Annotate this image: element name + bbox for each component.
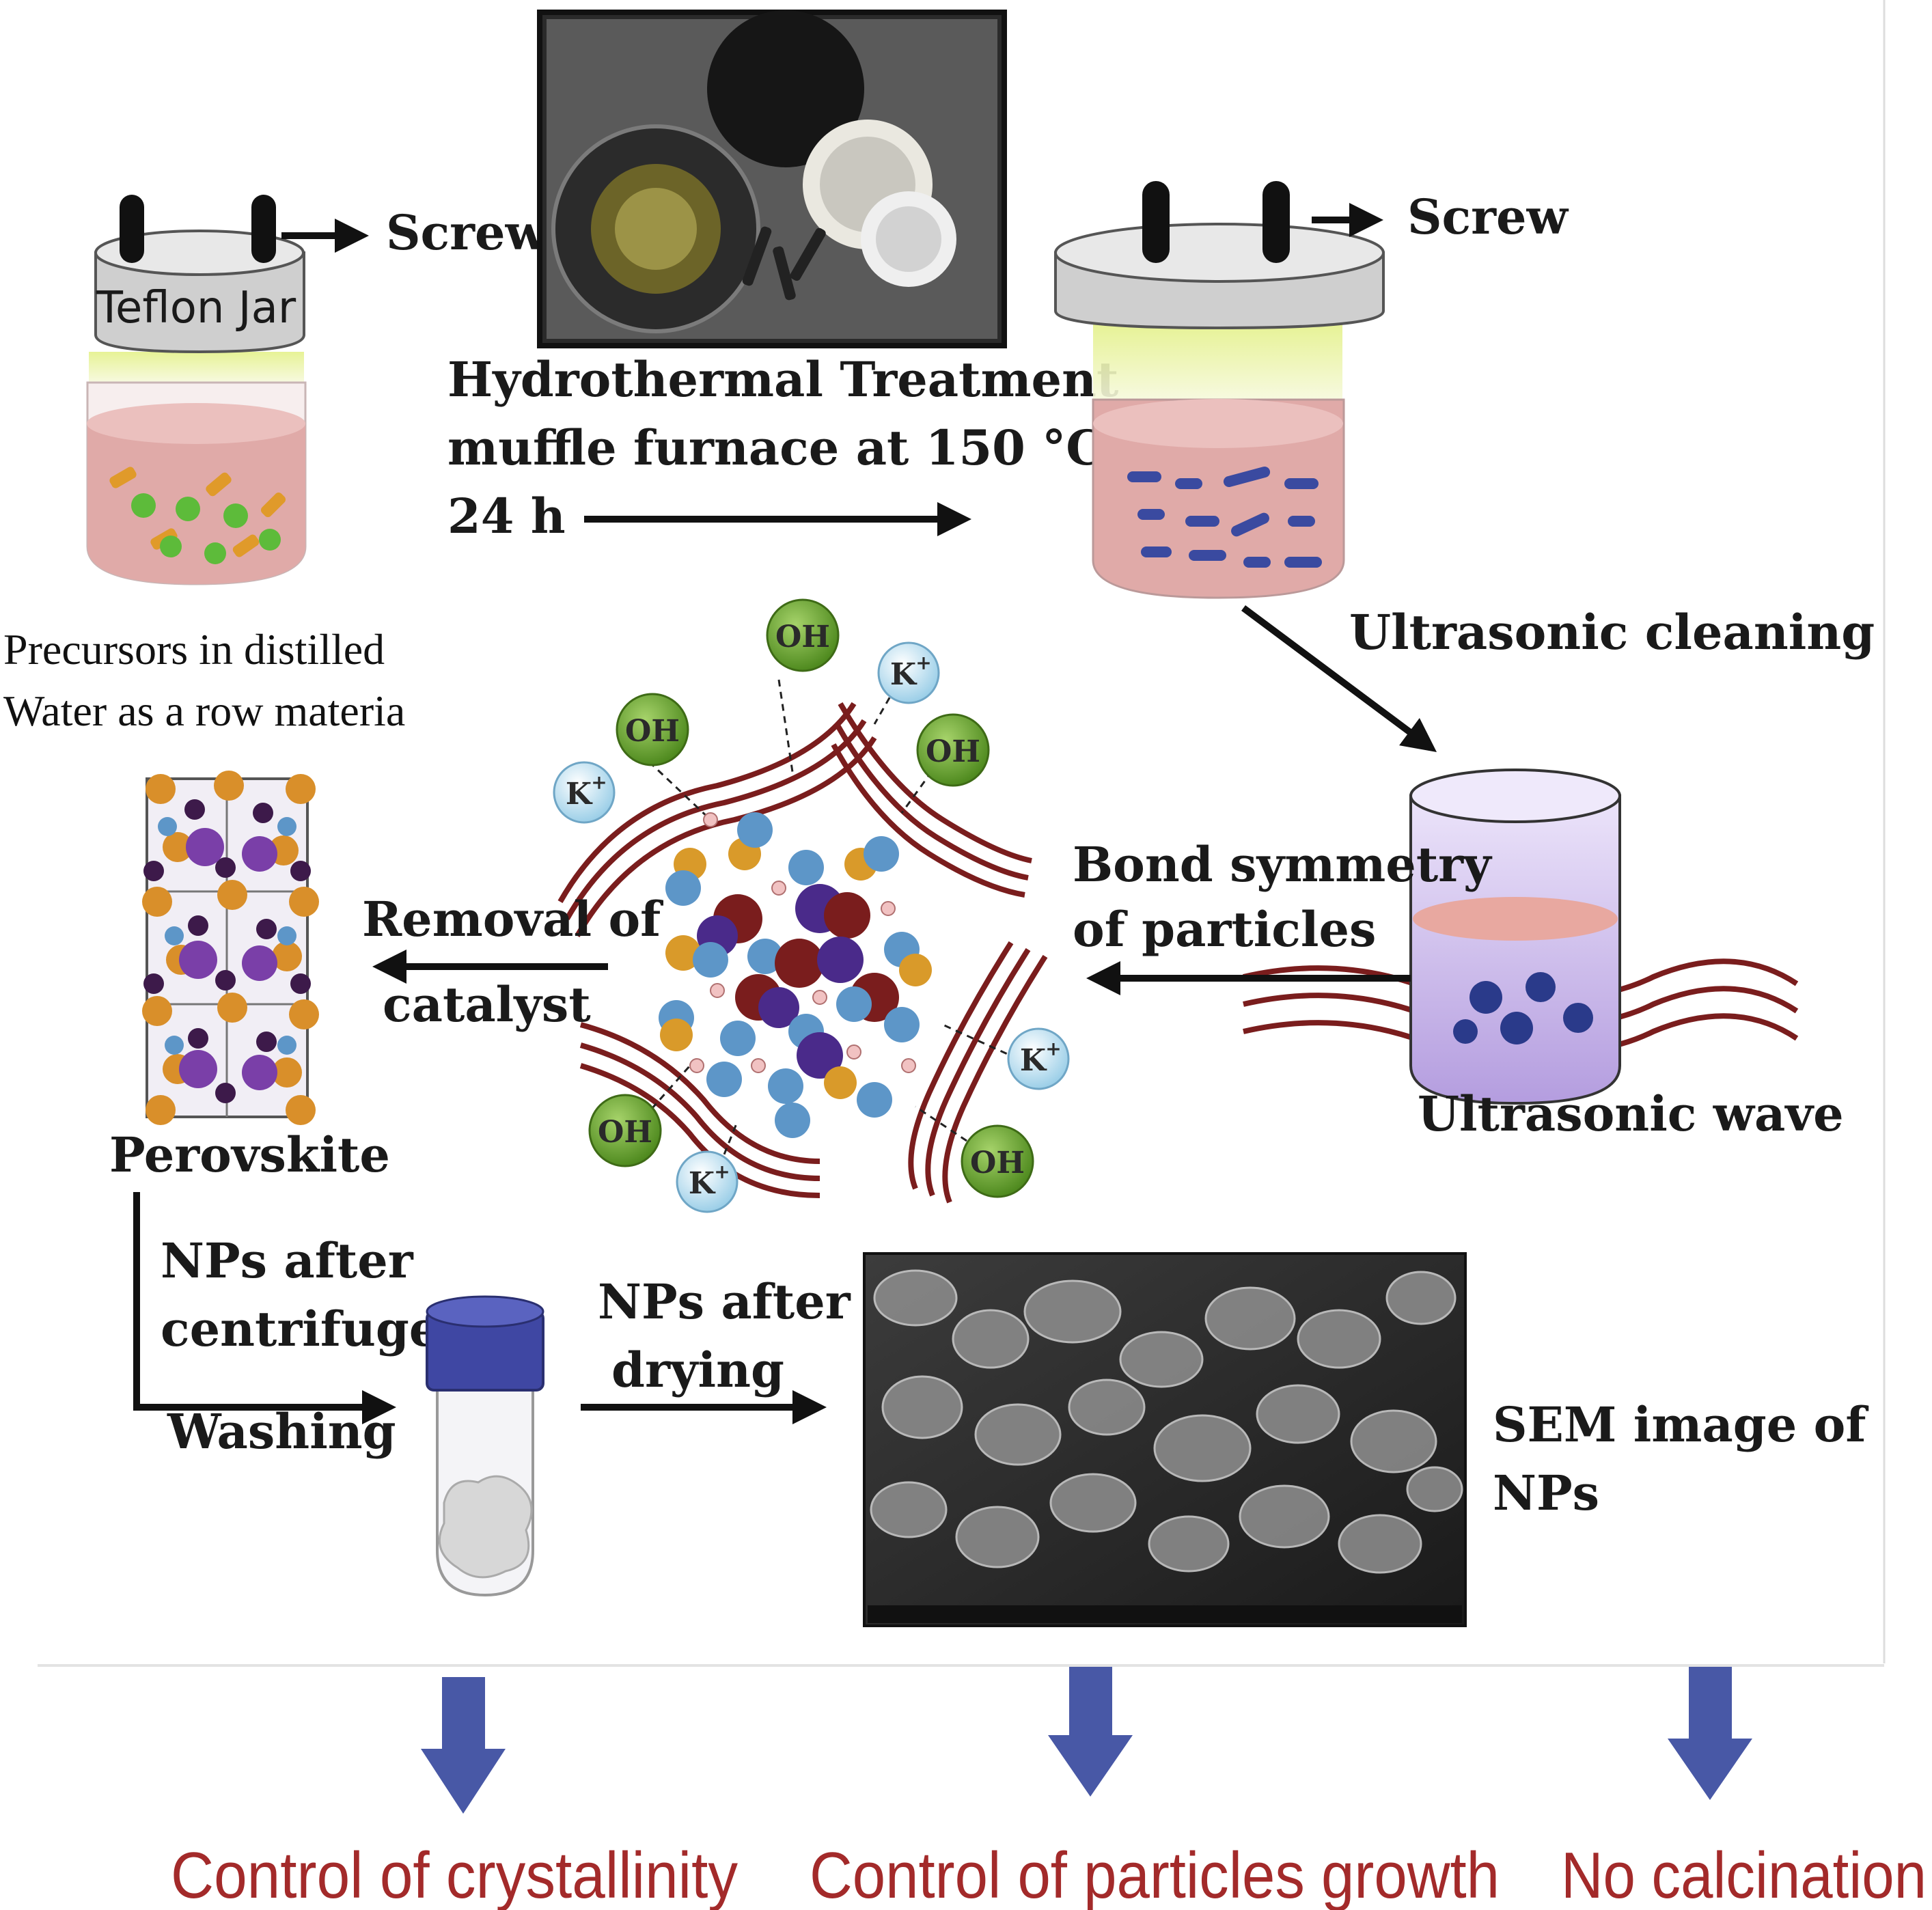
bond-symmetry-label-line1: Bond symmetry (1073, 836, 1493, 893)
outcome-arrow-1 (421, 1677, 506, 1814)
ultrasonic-cleaning-label: Ultrasonic cleaning (1349, 604, 1875, 661)
removal-label-line1: Removal of (362, 891, 663, 947)
ultrasonic-cleaning-arrow (1241, 605, 1437, 752)
screw-label-right: Screw (1407, 189, 1569, 245)
molecular-cluster: OH OH OH OH OH K + K + (553, 598, 1070, 1213)
sem-label-line1: SEM image of (1493, 1396, 1868, 1453)
teflon-jar-label: Teflon Jar (96, 283, 296, 333)
removal-label-line2: catalyst (383, 976, 591, 1033)
hydroxide-ion-label: OH (625, 714, 680, 749)
hydroxide-ion-2: OH (616, 693, 689, 766)
hydroxide-ion-3: OH (916, 713, 990, 787)
sem-image (863, 1252, 1467, 1627)
outcome-arrow-2 (1048, 1667, 1133, 1797)
potassium-ion-4: K + (676, 1150, 739, 1213)
potassium-ion-label: K (689, 1166, 716, 1201)
screw-label-left: Screw (386, 204, 548, 261)
precursor-particles (109, 467, 286, 564)
centrifuge-label-line2: centrifuge (161, 1301, 439, 1357)
precursors-label-line2: Water as a row materia (3, 687, 405, 735)
bond-symmetry-label-line2: of particles (1073, 901, 1376, 958)
potassium-ion-1: K + (877, 641, 940, 704)
potassium-ion-charge: + (1045, 1038, 1061, 1060)
washing-arrow (133, 1192, 396, 1424)
outcome-arrow-3 (1668, 1667, 1752, 1800)
hydro-label-line3: 24 h (447, 488, 566, 544)
sem-label-line2: NPs (1493, 1465, 1599, 1521)
hydroxide-ion-label: OH (926, 734, 980, 769)
perovskite-crystal (142, 771, 319, 1125)
precursors-label-line1: Precursors in distilled (3, 625, 385, 674)
outcome-arrows (421, 1667, 1752, 1814)
hydroxide-ion-label: OH (970, 1146, 1025, 1180)
potassium-ion-2: K + (553, 761, 616, 824)
autoclave-photo (537, 10, 1007, 348)
centrifuge-label-line1: NPs after (161, 1232, 414, 1289)
washing-label: Washing (167, 1403, 396, 1460)
nanorod-particles (1127, 467, 1322, 568)
centrifuge-tube (426, 1295, 544, 1597)
hydroxide-ion-4: OH (588, 1094, 662, 1167)
ultrasonic-clusters (1453, 972, 1593, 1044)
ultrasonic-beaker (1243, 769, 1799, 1105)
potassium-ion-3: K + (1007, 1027, 1070, 1090)
lattice-atoms (659, 812, 932, 1138)
potassium-ion-label: K (566, 777, 593, 812)
outcome-no-calcination: No calcination (1561, 1839, 1927, 1910)
drying-label-line1: NPs after (598, 1273, 851, 1330)
potassium-ion-charge: + (714, 1161, 730, 1183)
polymer-ribbons (557, 702, 1048, 1204)
hydroxide-ion-label: OH (598, 1115, 652, 1150)
hydro-label-line2: muffle furnace at 150 °C for (447, 419, 1199, 476)
hydroxide-ion-5: OH (961, 1124, 1034, 1198)
potassium-ion-charge: + (591, 771, 607, 794)
ultrasonic-wave-label: Ultrasonic wave (1418, 1085, 1844, 1142)
outcome-crystallinity: Control of crystallinity (171, 1839, 738, 1910)
potassium-ion-charge: + (915, 652, 931, 674)
hydroxide-ion-label: OH (775, 620, 830, 654)
teflon-jar-left: Teflon Jar (86, 195, 307, 585)
potassium-ion-label: K (890, 657, 917, 692)
teflon-jar-right (1054, 181, 1385, 599)
perovskite-label: Perovskite (109, 1126, 390, 1183)
drying-label-line2: drying (611, 1342, 784, 1398)
potassium-ion-label: K (1020, 1043, 1047, 1078)
outcome-particle-growth: Control of particles growth (810, 1839, 1500, 1910)
hydro-label-line1: Hydrothermal Treatment (447, 351, 1118, 408)
hydroxide-ion-1: OH (766, 598, 840, 672)
